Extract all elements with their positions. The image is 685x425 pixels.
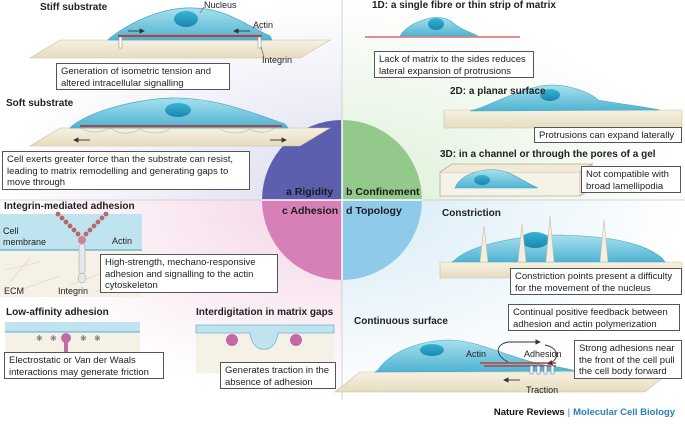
publisher-name: Nature Reviews bbox=[493, 407, 565, 418]
low-affinity-title: Low-affinity adhesion bbox=[6, 307, 109, 318]
cell-membrane-label: Cell membrane bbox=[3, 226, 47, 247]
continuous-caption: Strong adhesions near the front of the c… bbox=[574, 340, 682, 379]
constriction-title: Constriction bbox=[442, 208, 501, 219]
svg-text:✱: ✱ bbox=[50, 334, 57, 343]
quadrant-label-rigidity: a Rigidity bbox=[286, 186, 333, 198]
two-d-cell bbox=[469, 84, 661, 112]
stiff-substrate-title: Stiff substrate bbox=[40, 2, 108, 13]
stiff-integrin-left bbox=[118, 36, 123, 49]
svg-text:✱: ✱ bbox=[94, 334, 101, 343]
soft-nucleus bbox=[165, 103, 191, 117]
one-d-title: 1D: a single fibre or thin strip of matr… bbox=[372, 0, 556, 11]
continuous-feedback-box: Continual positive feedback between adhe… bbox=[508, 304, 680, 331]
integrin-adhesion-title: Integrin-mediated adhesion bbox=[4, 201, 135, 212]
quadrant-letter-b: b bbox=[346, 186, 353, 198]
quadrant-title-adhesion: Adhesion bbox=[290, 205, 339, 217]
interdigitation-title: Interdigitation in matrix gaps bbox=[196, 307, 334, 318]
adhesion-sites bbox=[529, 365, 555, 375]
quadrant-letter-c: c bbox=[282, 205, 288, 217]
ecm-label: ECM bbox=[4, 286, 24, 296]
quadrant-letter-d: d bbox=[346, 205, 353, 217]
quadrant-label-topology: d Topology bbox=[346, 205, 402, 217]
quadrant-rigidity bbox=[262, 120, 342, 200]
journal-name: Molecular Cell Biology bbox=[573, 407, 675, 418]
quadrant-title-confinement: Confinement bbox=[355, 186, 420, 198]
two-d-illustration bbox=[443, 84, 683, 129]
constriction-caption: Constriction points present a difficulty… bbox=[510, 268, 682, 295]
quadrant-confinement bbox=[342, 120, 422, 200]
three-d-caption: Not compatible with broad lamellipodia bbox=[581, 166, 681, 193]
nucleus-label: Nucleus bbox=[204, 0, 237, 10]
stiff-caption: Generation of isometric tension and alte… bbox=[56, 63, 230, 90]
quadrant-label-adhesion: c Adhesion bbox=[282, 205, 338, 217]
three-d-cell bbox=[454, 169, 539, 189]
continuous-adhesion-label: Adhesion bbox=[524, 349, 562, 359]
soft-caption: Cell exerts greater force than the subst… bbox=[2, 151, 250, 190]
three-d-illustration bbox=[439, 163, 594, 197]
soft-substrate-title: Soft substrate bbox=[6, 98, 74, 109]
one-d-title-text: 1D: a single fibre or thin strip of matr… bbox=[372, 0, 556, 11]
constriction-illustration bbox=[439, 215, 683, 279]
one-d-caption: Lack of matrix to the sides reduces late… bbox=[374, 51, 534, 78]
stiff-actin-label: Actin bbox=[253, 20, 274, 30]
quadrant-label-confinement: b Confinement bbox=[346, 186, 420, 198]
central-circle bbox=[262, 120, 422, 280]
integrin-receptor bbox=[78, 243, 86, 275]
two-d-caption: Protrusions can expand laterally bbox=[534, 127, 682, 143]
one-d-illustration bbox=[365, 17, 520, 38]
svg-text:✱: ✱ bbox=[80, 334, 87, 343]
credit-separator: | bbox=[567, 407, 571, 418]
svg-text:✱: ✱ bbox=[36, 334, 43, 343]
stiff-integrin-right bbox=[257, 36, 262, 49]
cell-membrane-band bbox=[0, 214, 142, 250]
actin-filament-chain bbox=[55, 211, 109, 237]
integrin-label: Integrin bbox=[58, 286, 89, 296]
constriction-pillars bbox=[479, 215, 609, 263]
traction-label: Traction bbox=[526, 385, 559, 395]
interdigitation-caption: Generates traction in the absence of adh… bbox=[220, 362, 336, 389]
integrin-caption: High-strength, mechano-responsive adhesi… bbox=[100, 254, 278, 293]
journal-credit: Nature Reviews|Molecular Cell Biology bbox=[494, 407, 675, 418]
quadrant-topology bbox=[342, 200, 422, 280]
stiff-substrate-illustration bbox=[28, 6, 332, 59]
soft-substrate-illustration bbox=[28, 97, 332, 147]
integrin-actin-label: Actin bbox=[112, 236, 133, 246]
two-d-title: 2D: a planar surface bbox=[450, 86, 546, 97]
stiff-nucleus bbox=[174, 11, 198, 27]
quadrant-letter-a: a bbox=[286, 186, 292, 198]
low-affinity-caption: Electrostatic or Van der Waals interacti… bbox=[4, 352, 164, 379]
three-d-title: 3D: in a channel or through the pores of… bbox=[440, 149, 656, 160]
continuous-title: Continuous surface bbox=[354, 316, 448, 327]
quadrant-title-rigidity: Rigidity bbox=[294, 186, 334, 198]
quadrant-adhesion bbox=[262, 200, 342, 280]
continuous-actin-label: Actin bbox=[466, 349, 487, 359]
quadrant-title-topology: Topology bbox=[355, 205, 402, 217]
stiff-integrin-label: Integrin bbox=[262, 55, 293, 65]
